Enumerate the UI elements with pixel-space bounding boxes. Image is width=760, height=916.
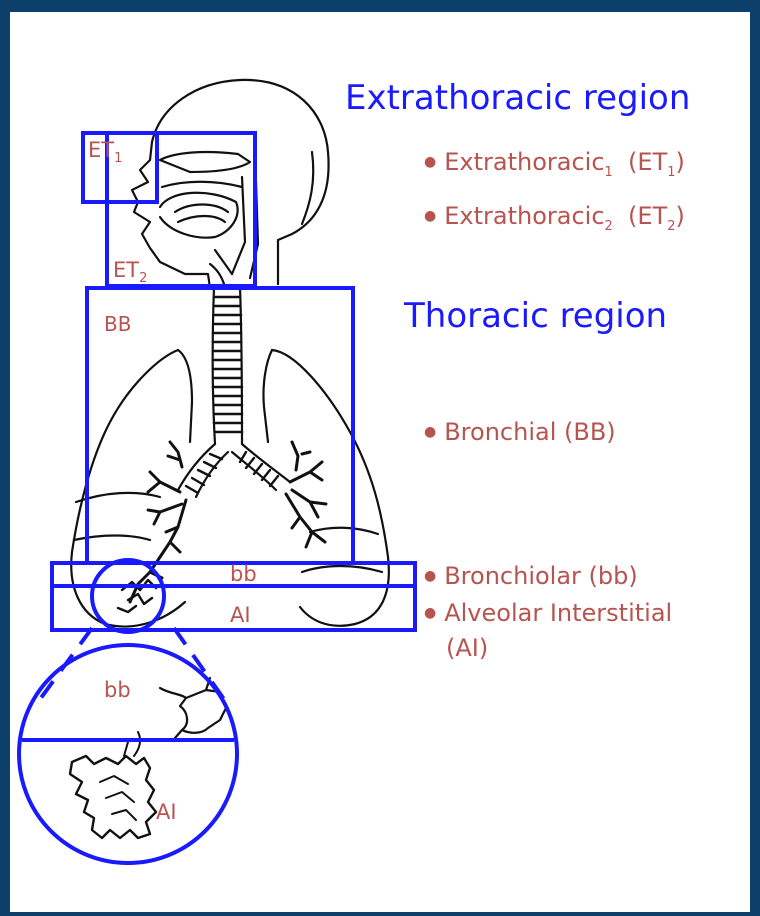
bullet-ai-line2: (AI) — [446, 634, 488, 662]
label-ai: AI — [230, 603, 251, 627]
label-zoom-ai: AI — [156, 800, 177, 824]
anatomy-drawing — [70, 80, 389, 838]
zoom-focus-circle — [92, 560, 164, 632]
bullet-bb-big: ●Bronchial (BB) — [424, 418, 616, 446]
lung-right-inner — [263, 350, 272, 442]
trachea-wall-right — [240, 287, 242, 444]
nasal-cavity — [160, 152, 250, 172]
zoom-alveoli-inner — [100, 732, 140, 820]
bullet-dot-icon: ● — [424, 568, 436, 584]
back-of-head — [302, 152, 313, 224]
bullet-bb-small: ●Bronchiolar (bb) — [424, 562, 638, 590]
label-zoom-bb: bb — [104, 678, 131, 702]
epiglottis — [210, 250, 232, 284]
zoom-connector-right — [174, 628, 226, 702]
bullet-dot-icon: ● — [424, 424, 436, 440]
bullet-et2: ●Extrathoracic2 (ET2) — [424, 202, 685, 234]
zoom-connector-left — [38, 628, 92, 702]
bronchus-left — [178, 444, 228, 497]
bullet-dot-icon: ● — [424, 154, 436, 170]
bullet-dot-icon: ● — [424, 208, 436, 224]
lung-left-inner — [178, 350, 192, 442]
bronchial-tree-right — [286, 442, 326, 547]
heading-extrathoracic: Extrathoracic region — [345, 78, 690, 118]
label-bb-small: bb — [230, 562, 257, 586]
bullet-dot-icon: ● — [424, 605, 436, 621]
label-bb-big: BB — [104, 312, 131, 336]
bullet-ai: ●Alveolar Interstitial — [424, 599, 672, 627]
label-et1: ET1 — [88, 138, 122, 166]
heading-thoracic: Thoracic region — [404, 296, 667, 336]
palate — [162, 182, 242, 187]
trachea-wall-left — [213, 287, 215, 444]
trachea-rings — [213, 297, 242, 432]
region-boxes — [19, 133, 415, 863]
tongue-inner — [175, 205, 228, 223]
diagram-canvas: ET1 ET2 BB bb AI bb AI Extrathoracic reg… — [10, 12, 750, 912]
zoom-alveoli — [70, 756, 156, 838]
label-et2: ET2 — [113, 258, 147, 286]
bullet-et1: ●Extrathoracic1 (ET1) — [424, 148, 685, 180]
